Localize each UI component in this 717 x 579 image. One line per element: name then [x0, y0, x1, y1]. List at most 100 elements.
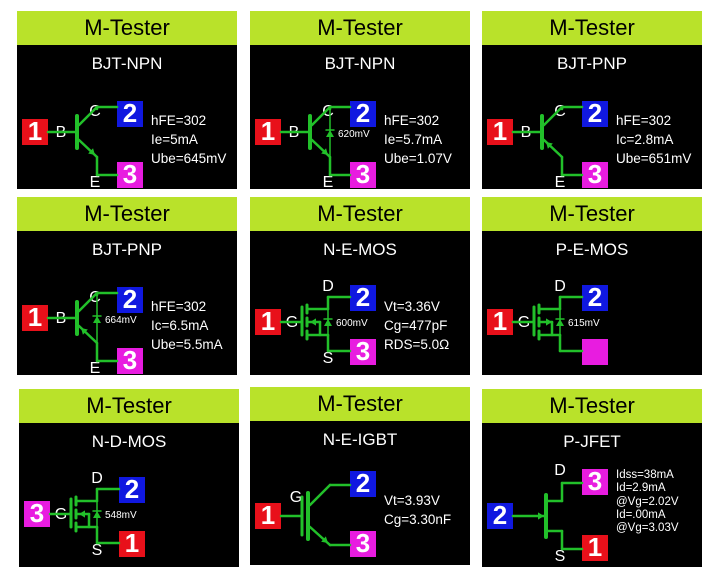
- pnp-transistor-symbol: 123BCE: [487, 98, 608, 189]
- diode-triangle: [93, 511, 101, 518]
- bottom-pin-number: 3: [123, 345, 137, 375]
- top-pin-number: 2: [123, 98, 137, 128]
- tester-panel-p-e-mos: M-Tester P-E-MOS 12GD615mV: [482, 197, 702, 375]
- collector-label: C: [554, 103, 566, 120]
- body-arrow: [546, 318, 552, 326]
- tester-screen: BJT-NPN 123BCE620mV hFE=302 Ie=5.7mA Ube…: [250, 45, 470, 189]
- emitter-arrow: [321, 536, 328, 543]
- emitter-arrow: [81, 328, 88, 335]
- left-pin-box: [255, 503, 281, 529]
- top-pin-box: [582, 469, 608, 495]
- reading-2: Cg=3.30nF: [384, 512, 452, 527]
- emitter-label: E: [90, 174, 101, 189]
- component-title: P-E-MOS: [555, 240, 629, 259]
- panel-header: M-Tester: [482, 11, 702, 45]
- panel-header: M-Tester: [250, 387, 470, 421]
- tester-panel-bjt-pnp: M-Tester BJT-PNP 123BCE hFE=302 Ic=2.8mA…: [482, 11, 702, 189]
- emitter-label: E: [90, 360, 101, 375]
- reading-1: hFE=302: [616, 113, 672, 128]
- tester-screen: BJT-NPN 123BCE hFE=302 Ie=5mA Ube=645mV: [17, 45, 237, 189]
- bottom-pin-box: [117, 162, 143, 188]
- reading-3: @Vg=2.02V: [616, 495, 679, 508]
- top-pin-box: [117, 287, 143, 313]
- source-label: S: [555, 548, 566, 565]
- left-pin-box: [487, 309, 513, 335]
- reading-3: Ube=645mV: [151, 151, 227, 166]
- readings: Vt=3.36V Cg=477pF RDS=5.0Ω: [384, 297, 449, 354]
- left-pin-number: 3: [30, 498, 44, 528]
- emitter-arrow: [546, 142, 553, 149]
- top-pin-number: 3: [588, 466, 602, 496]
- diode-triangle: [326, 130, 334, 137]
- reading-4: Id=.00mA: [616, 508, 666, 521]
- left-pin-box: [24, 501, 50, 527]
- component-title: N-E-MOS: [323, 240, 397, 259]
- collector-label: C: [89, 289, 101, 306]
- top-pin-number: 2: [356, 98, 370, 128]
- component-title: BJT-NPN: [91, 54, 163, 73]
- reading-3: RDS=5.0Ω: [384, 337, 450, 352]
- top-pin-number: 2: [356, 282, 370, 312]
- reading-5: @Vg=3.03V: [616, 522, 679, 535]
- tester-screen: N-E-MOS 123GDS600mV Vt=3.36V Cg=477pF RD…: [250, 231, 470, 375]
- bottom-pin-number: 3: [356, 528, 370, 558]
- reading-1: hFE=302: [384, 113, 440, 128]
- left-pin-number: 1: [261, 306, 275, 336]
- left-pin-box: [22, 305, 48, 331]
- collector-label: C: [89, 103, 101, 120]
- panel-header: M-Tester: [250, 11, 470, 45]
- bottom-pin-box: [582, 535, 608, 561]
- emitter-label: E: [555, 174, 566, 189]
- bottom-pin-box: [350, 162, 376, 188]
- reading-2: Ie=5.7mA: [384, 132, 443, 147]
- panel-header: M-Tester: [17, 11, 237, 45]
- reading-3: Ube=1.07V: [384, 151, 452, 166]
- bottom-pin-box: [350, 531, 376, 557]
- diode-triangle: [324, 319, 332, 326]
- component-title: N-E-IGBT: [322, 430, 398, 449]
- reading-1: hFE=302: [151, 113, 207, 128]
- diode-voltage: 620mV: [338, 129, 370, 140]
- component-title: BJT-PNP: [557, 54, 627, 73]
- top-pin-box: [117, 101, 143, 127]
- left-pin-box: [255, 119, 281, 145]
- top-pin-number: 2: [588, 98, 602, 128]
- npn-transistor-symbol: 123BCE620mV: [255, 98, 376, 189]
- panel-header: M-Tester: [482, 389, 702, 423]
- tester-panel-bjt-npn-diode: M-Tester BJT-NPN 123BCE620mV hFE=302 Ie=…: [250, 11, 470, 189]
- tester-screen: BJT-PNP 123BCE664mV hFE=302 Ic=6.5mA Ube…: [17, 231, 237, 375]
- bottom-pin-number: 3: [588, 159, 602, 189]
- collector-lead: [77, 105, 99, 127]
- component-title: BJT-PNP: [92, 240, 162, 259]
- bottom-pin-number: 1: [588, 532, 602, 562]
- left-pin-box: [22, 119, 48, 145]
- top-pin-number: 2: [588, 282, 602, 312]
- reading-2: Ic=2.8mA: [616, 132, 674, 147]
- drain-label: D: [554, 278, 566, 295]
- left-pin-number: 1: [261, 116, 275, 146]
- collector-lead: [77, 291, 99, 313]
- emitter-arrow: [321, 148, 328, 155]
- left-pin-number: 1: [28, 116, 42, 146]
- reading-2: Ie=5mA: [151, 132, 198, 147]
- tester-screen: P-E-MOS 12GD615mV: [482, 231, 702, 375]
- collector-lead: [542, 105, 564, 127]
- pmos-symbol: 12GD615mV: [487, 278, 608, 365]
- panel-header: M-Tester: [19, 389, 239, 423]
- npn-transistor-symbol: 123BCE: [22, 98, 143, 189]
- tester-panel-bjt-npn: M-Tester BJT-NPN 123BCE hFE=302 Ie=5mA U…: [17, 11, 237, 189]
- left-pin-number: 2: [493, 500, 507, 530]
- tester-screen: BJT-PNP 123BCE hFE=302 Ic=2.8mA Ube=651m…: [482, 45, 702, 189]
- left-pin-box: [487, 119, 513, 145]
- panel-header: M-Tester: [250, 197, 470, 231]
- nmos-symbol: 321GDS548mV: [24, 470, 145, 559]
- top-pin-number: 2: [356, 468, 370, 498]
- reading-1: hFE=302: [151, 299, 207, 314]
- top-pin-box: [582, 101, 608, 127]
- reading-3: Ube=651mV: [616, 151, 692, 166]
- drain-label: D: [322, 278, 334, 295]
- readings: Vt=3.93V Cg=3.30nF: [384, 491, 451, 529]
- tester-panel-bjt-pnp-diode: M-Tester BJT-PNP 123BCE664mV hFE=302 Ic=…: [17, 197, 237, 375]
- top-pin-box: [350, 101, 376, 127]
